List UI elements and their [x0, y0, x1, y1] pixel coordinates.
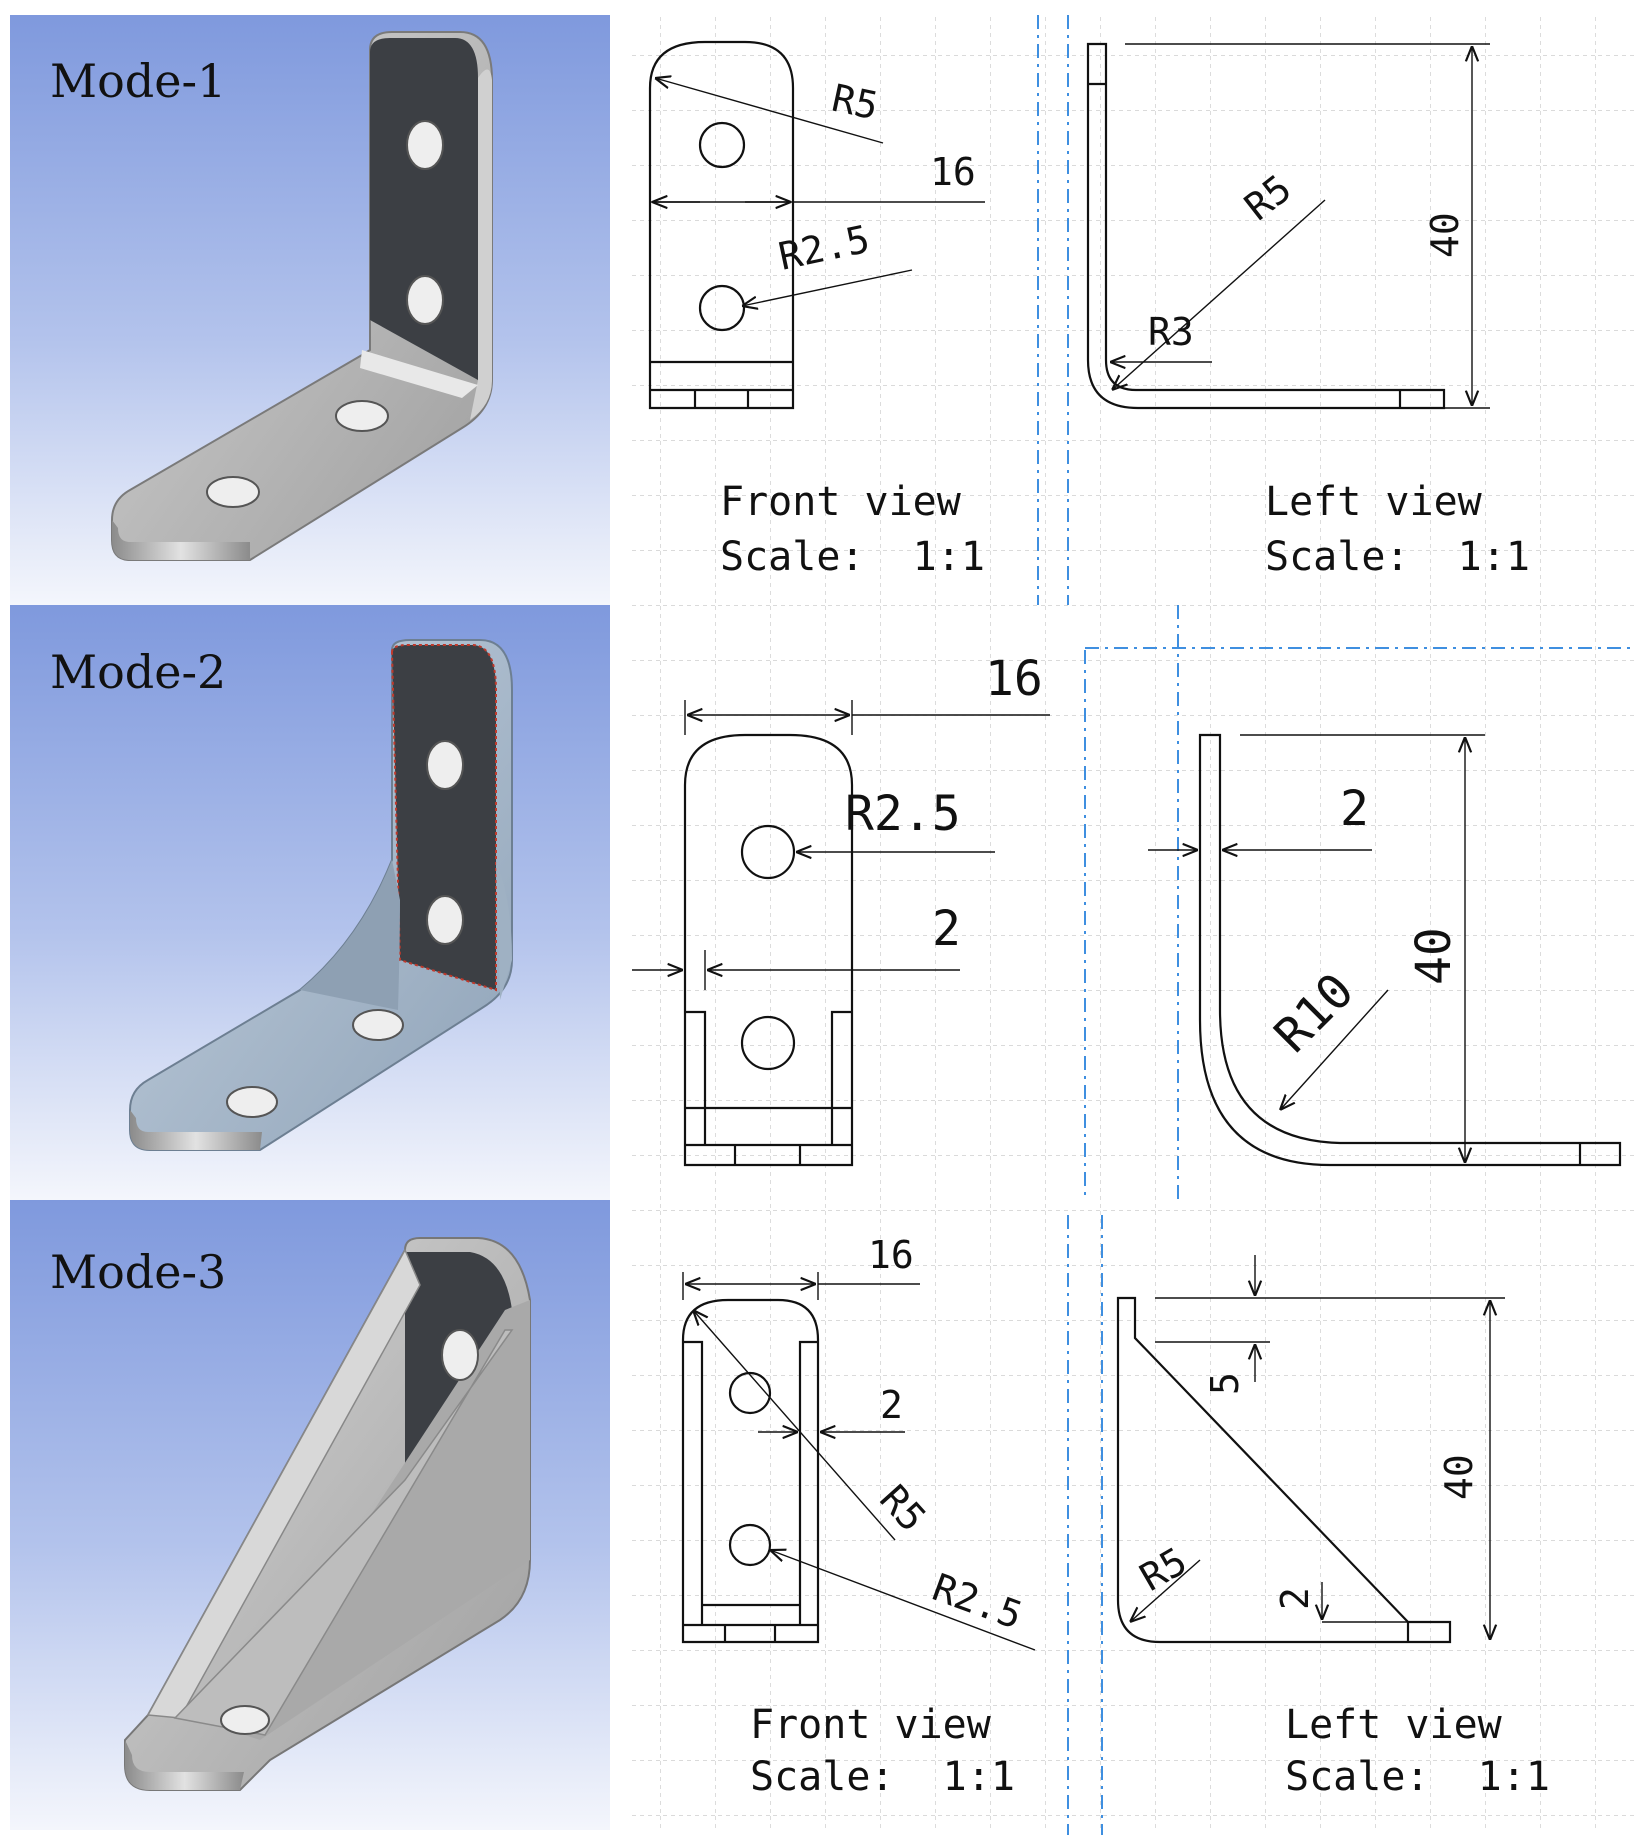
m3-front-caption: Front view	[750, 1702, 992, 1748]
mode-2-label: Mode-2	[50, 645, 226, 699]
m2-left-2-label: 2	[1340, 781, 1369, 837]
m3-front-2-label: 2	[880, 1383, 903, 1427]
drawing-sheets	[630, 15, 1635, 1830]
mode-1-left-view	[1086, 42, 1490, 410]
m1-left-40-label: 40	[1423, 212, 1467, 258]
mode-1-label: Mode-1	[50, 54, 226, 108]
m2-front-16-label: 16	[985, 651, 1043, 707]
drawing-sheet-3	[630, 1200, 1635, 1830]
mode-2-left-view	[1148, 733, 1622, 1167]
m1-front-16-label: 16	[930, 150, 976, 194]
mode-3-bracket-render	[124, 1237, 531, 1791]
drawing-sheet-2	[630, 605, 1635, 1200]
m3-front-16-label: 16	[868, 1233, 914, 1277]
m3-left-5-label: 5	[1203, 1372, 1247, 1395]
mode-3-label: Mode-3	[50, 1245, 226, 1299]
mode-1-bracket-render	[111, 31, 493, 561]
mode-1-front-view	[648, 40, 985, 410]
m2-front-2-label: 2	[932, 901, 961, 957]
m1-left-scale: Scale: 1:1	[1265, 534, 1530, 580]
view-separators	[1037, 15, 1635, 1835]
m1-front-scale: Scale: 1:1	[720, 534, 985, 580]
m1-front-r5-label: R5	[828, 76, 882, 129]
m3-front-scale: Scale: 1:1	[750, 1754, 1015, 1800]
m1-front-caption: Front view	[720, 479, 962, 525]
m1-left-caption: Left view	[1265, 479, 1483, 525]
drawing-sheet-1	[630, 15, 1635, 605]
m3-left-40-label: 40	[1437, 1454, 1481, 1500]
mode-2-bracket-render	[129, 639, 513, 1151]
m3-left-caption: Left view	[1285, 1702, 1503, 1748]
m3-left-2-label: 2	[1273, 1587, 1317, 1610]
m2-front-r25-label: R2.5	[845, 786, 961, 842]
m1-left-r3-label: R3	[1148, 310, 1194, 354]
mode-3-left-view	[1116, 1255, 1505, 1644]
m2-left-40-label: 40	[1406, 927, 1462, 985]
m3-left-scale: Scale: 1:1	[1285, 1754, 1550, 1800]
mode-2-front-view	[632, 700, 1050, 1167]
mode-3-front-view	[681, 1272, 1036, 1651]
